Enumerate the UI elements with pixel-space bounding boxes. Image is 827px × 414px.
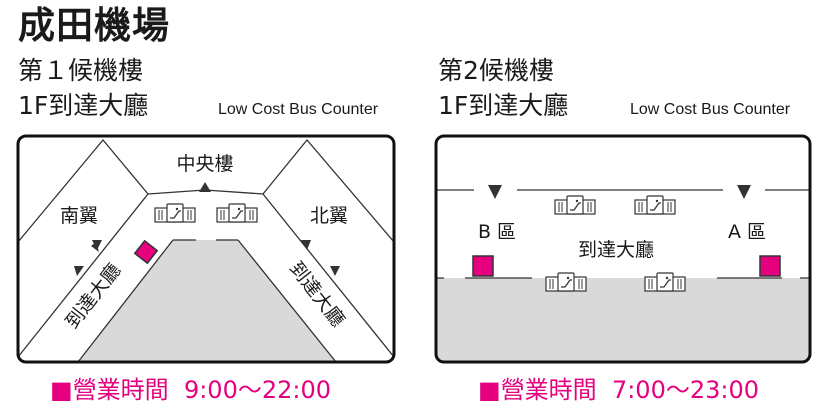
hours-marker-icon: ■ [50,376,73,404]
label-north-wing: 北翼 [310,205,348,227]
direction-arrow-icon [488,185,502,199]
hours-label: 營業時間 [72,376,169,404]
label-arrival-hall: 到達大廳 [578,239,654,261]
terminal1-counter-label: Low Cost Bus Counter [218,101,379,118]
direction-arrow-icon [74,266,84,276]
label-zone-b: B 區 [478,221,516,243]
counter-marker-icon [472,255,494,277]
hours-value: 7:00～23:00 [611,376,760,404]
escalator-icon [634,195,676,215]
label-central-building: 中央樓 [176,153,233,175]
escalator-icon [216,203,258,223]
direction-arrow-icon [92,240,102,250]
terminal2-map: B 區 A 區 到達大廳 [434,134,812,364]
page-title: 成田機場 [18,4,170,47]
terminal1-name: 第１候機樓 [18,56,144,85]
direction-arrow-icon [199,182,211,192]
escalator-icon [154,203,196,223]
direction-arrow-icon [301,240,311,250]
direction-arrow-icon [330,266,340,276]
escalator-icon [545,272,587,292]
floor-area [78,240,336,362]
floor-area [436,278,810,362]
terminal2-floor: 1F到達大廳 [438,91,569,120]
direction-arrow-icon [737,185,751,199]
label-zone-a: A 區 [728,221,766,243]
hours-value: 9:00～22:00 [183,376,332,404]
counter-marker-icon [133,239,159,265]
escalator-icon [554,195,596,215]
label-south-wing: 南翼 [60,205,98,227]
terminal2-hours: ■營業時間 7:00～23:00 [478,376,759,404]
escalator-icon [644,272,686,292]
terminal1-hours: ■營業時間 9:00～22:00 [50,376,331,404]
hours-marker-icon: ■ [478,376,501,404]
terminal1-floor: 1F到達大廳 [18,91,149,120]
counter-marker-icon [759,255,781,277]
terminal1-map: 中央樓 南翼 北翼 到達大廳 到達大廳 [16,134,396,364]
hours-label: 營業時間 [500,376,597,404]
terminal2-name: 第2候機樓 [438,56,554,85]
terminal2-counter-label: Low Cost Bus Counter [630,101,791,118]
